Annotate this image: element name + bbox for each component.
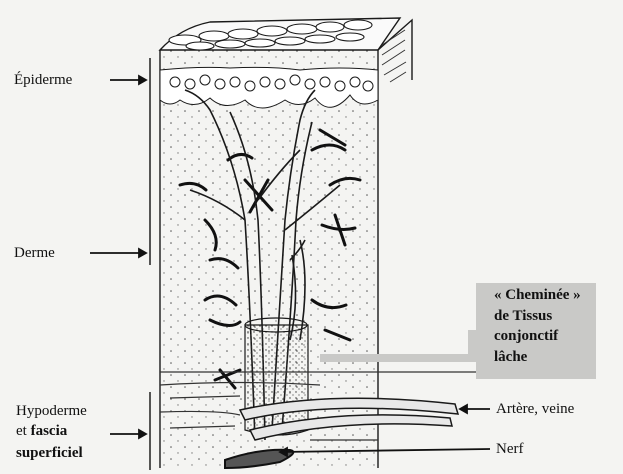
callout-line-3: conjonctif [494, 328, 558, 345]
label-superficiel: superficiel [16, 445, 83, 462]
callout-line-1: « Cheminée » [494, 287, 581, 304]
label-derme: Derme [14, 245, 55, 262]
label-nerf: Nerf [496, 441, 523, 458]
label-artere-veine: Artère, veine [496, 401, 574, 418]
label-epiderme: Épiderme [14, 72, 72, 89]
label-et-fascia: et fascia [16, 423, 67, 440]
callout-line-4: lâche [494, 349, 527, 366]
label-fascia: fascia [31, 423, 68, 439]
cheminee-callout: « Cheminée » de Tissus conjonctif lâche [476, 283, 596, 379]
label-hypoderme: Hypoderme [16, 403, 87, 420]
label-et: et [16, 423, 31, 439]
callout-line-2: de Tissus [494, 308, 552, 325]
